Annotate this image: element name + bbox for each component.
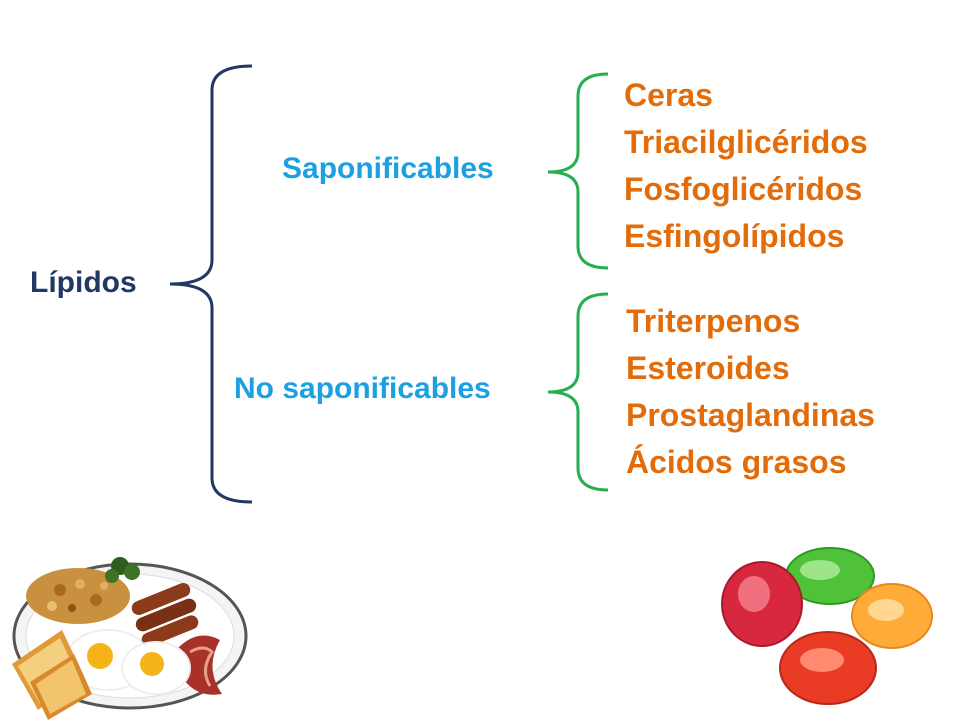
list-item: Ácidos grasos	[626, 444, 847, 480]
gelatin-candies-image	[721, 547, 933, 705]
category-label-no-saponificables: No saponificables	[234, 372, 491, 405]
sub-brace-saponificables	[547, 72, 609, 270]
items-list-saponificables: Ceras Triacilglicéridos Fosfoglicéridos …	[624, 72, 868, 260]
list-item: Fosfoglicéridos	[624, 171, 863, 207]
sub-brace-no-saponificables	[547, 292, 609, 492]
breakfast-plate-image	[12, 557, 248, 720]
category-label-saponificables: Saponificables	[282, 152, 494, 185]
list-item: Triacilglicéridos	[624, 124, 868, 160]
list-item: Ceras	[624, 77, 713, 113]
root-label: Lípidos	[30, 266, 137, 299]
list-item: Esteroides	[626, 350, 790, 386]
list-item: Triterpenos	[626, 303, 801, 339]
main-brace	[169, 64, 253, 504]
list-item: Esfingolípidos	[624, 218, 845, 254]
list-item: Prostaglandinas	[626, 397, 875, 433]
items-list-no-saponificables: Triterpenos Esteroides Prostaglandinas Á…	[626, 298, 875, 486]
